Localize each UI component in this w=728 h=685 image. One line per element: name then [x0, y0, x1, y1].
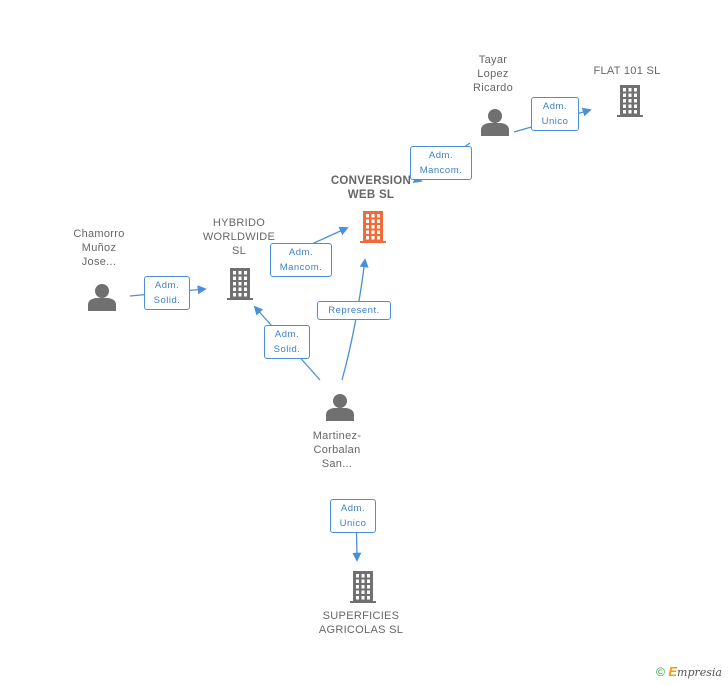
flat101-building-icon[interactable] [617, 85, 643, 117]
flat101-label-line: FLAT 101 SL [593, 65, 661, 77]
empresia-logo-e: E [668, 664, 678, 679]
copyright-icon: © [656, 665, 666, 679]
martinez-label-line: Martinez- [312, 430, 362, 442]
conversion-label[interactable]: CONVERSION WEB SL [306, 174, 436, 202]
tayar-label-line: Lopez [477, 68, 509, 80]
edge-label-martinez-conversion[interactable]: Represent. [317, 301, 391, 320]
empresia-logo-text: mpresia [677, 666, 722, 679]
hybrido-label-line: SL [231, 245, 247, 257]
edge-label-martinez-superficies[interactable]: Adm.Unico [330, 499, 376, 533]
tayar-label-line: Tayar [478, 54, 508, 66]
edge-label-tayar-conversion[interactable]: Adm.Mancom. [410, 146, 472, 180]
tayar-label-line: Ricardo [472, 82, 513, 94]
chamorro-person-icon[interactable] [88, 284, 116, 311]
flat101-label[interactable]: FLAT 101 SL [577, 64, 677, 78]
superficies-label-line: SUPERFICIES [322, 610, 400, 622]
edge-label-tayar-flat[interactable]: Adm.Unico [531, 97, 579, 131]
hybrido-label-line: HYBRIDO [212, 217, 266, 229]
edge-label-chamorro-hybrido[interactable]: Adm.Solid. [144, 276, 190, 310]
edge-label-hybrido-conversion[interactable]: Adm.Mancom. [270, 243, 332, 277]
footer-brand[interactable]: © Empresia [656, 664, 722, 679]
martinez-label-line: San... [321, 458, 353, 470]
edge-label-martinez-hybrido[interactable]: Adm.Solid. [264, 325, 310, 359]
chamorro-label-line: Chamorro [73, 228, 125, 240]
hybrido-label-line: WORLDWIDE [202, 231, 276, 243]
conversion-label-line: CONVERSION [330, 175, 412, 187]
conversion-label-line: WEB SL [347, 189, 395, 201]
martinez-person-icon[interactable] [326, 394, 354, 421]
icons-layer [88, 85, 643, 603]
superficies-label[interactable]: SUPERFICIES AGRICOLAS SL [296, 609, 426, 637]
martinez-label-line: Corbalan [313, 444, 361, 456]
tayar-person-icon[interactable] [481, 109, 509, 136]
hybrido-building-icon[interactable] [227, 268, 253, 300]
conversion-building-icon[interactable] [360, 211, 386, 243]
superficies-building-icon[interactable] [350, 571, 376, 603]
superficies-label-line: AGRICOLAS SL [318, 624, 404, 636]
chamorro-label-line: Jose... [81, 256, 117, 268]
chamorro-label-line: Muñoz [81, 242, 117, 254]
hybrido-label[interactable]: HYBRIDO WORLDWIDE SL [194, 216, 284, 258]
edge-martinez-conversion [341, 258, 369, 381]
